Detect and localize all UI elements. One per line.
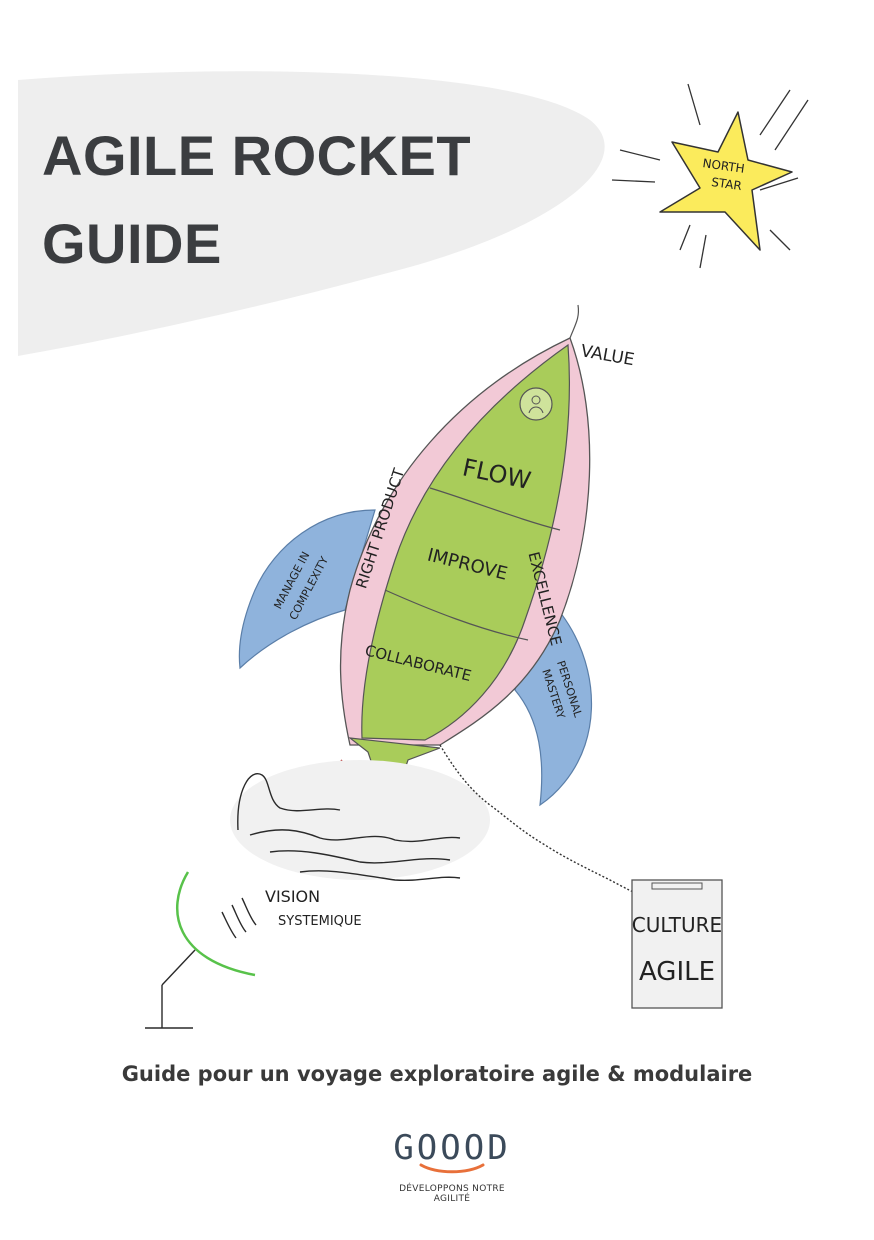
culture-clipboard: CULTURE AGILE: [631, 879, 723, 1009]
title-line-1: AGILE ROCKET: [42, 124, 472, 187]
vision-line-2: SYSTEMIQUE: [278, 914, 362, 929]
rocket-illustration: NORTH STAR MANAGE IN COMPLEXITY PERSONAL…: [145, 83, 809, 1029]
culture-line-2: AGILE: [639, 957, 715, 987]
north-star-icon: NORTH STAR: [611, 83, 809, 269]
logo-tagline: DÉVELOPPONS NOTRE AGILITÉ: [399, 1184, 505, 1204]
rocket-window: [519, 387, 553, 421]
logo-smile-icon: [419, 1163, 485, 1174]
satellite-dish-icon: VISION SYSTEMIQUE: [145, 871, 362, 1029]
title-banner: [18, 71, 605, 357]
culture-line-1: CULTURE: [632, 913, 722, 937]
rocket-body: [361, 343, 570, 741]
cover-title: AGILE ROCKET GUIDE: [42, 112, 471, 288]
cover-subtitle: Guide pour un voyage exploratoire agile …: [121, 1062, 753, 1086]
logo-wordmark: GOOOD: [393, 1128, 511, 1168]
left-fin: [238, 509, 376, 670]
exhaust-clouds: [230, 760, 490, 882]
value-label: VALUE: [579, 341, 636, 370]
star-label-1: NORTH: [702, 156, 746, 176]
goood-logo: GOOOD DÉVELOPPONS NOTRE AGILITÉ: [387, 1128, 517, 1204]
vision-line-1: VISION: [265, 887, 320, 906]
star-label-2: STAR: [710, 175, 742, 193]
title-line-2: GUIDE: [42, 212, 222, 275]
